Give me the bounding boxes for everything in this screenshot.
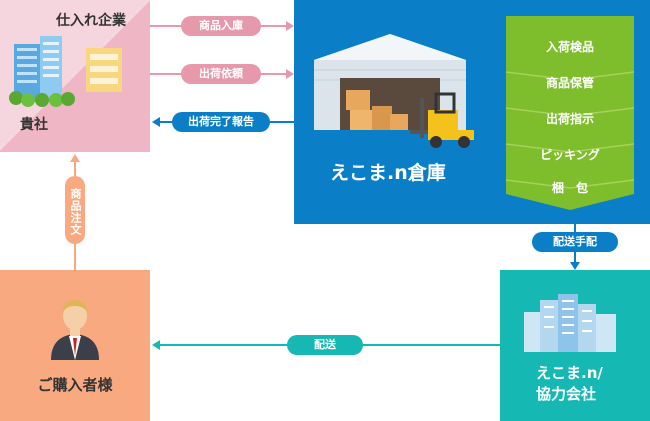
warehouse-box: えこま.n倉庫 入荷検品 商品保管 出荷指示 ピッキング 梱 包 [294, 0, 650, 224]
company-box: 仕入れ企業 貴社 [0, 0, 150, 152]
ship-request-label: 出荷依頼 [181, 64, 261, 84]
ship-report-label: 出荷完了報告 [172, 112, 270, 132]
company-title: 仕入れ企業 [56, 13, 126, 29]
partner-buildings-icon [524, 294, 616, 352]
step-storage: 商品保管 [545, 76, 594, 90]
step-packing: 梱 包 [551, 181, 588, 195]
company-name: 貴社 [20, 117, 48, 133]
company-small-building-icon [86, 48, 122, 92]
warehouse-name: えこま.n倉庫 [330, 162, 446, 184]
company-buildings-icon [9, 36, 75, 107]
person-icon [51, 300, 99, 360]
partner-box: えこま.n/ 協力会社 [500, 270, 650, 421]
forklift-icon [410, 92, 474, 148]
order-label: 商品注文 [65, 176, 85, 244]
partner-name-line2: 協力会社 [536, 385, 597, 403]
process-steps-background [505, 16, 635, 210]
delivery-label: 配送 [287, 335, 363, 355]
customer-box: ご購入者様 [0, 270, 150, 421]
warehouse-building-icon [314, 34, 466, 130]
partner-name-line1: えこま.n/ [536, 364, 603, 382]
step-shipping-instruction: 出荷指示 [545, 112, 594, 126]
inbound-label: 商品入庫 [181, 16, 261, 36]
customer-name: ご購入者様 [37, 376, 113, 394]
step-inbound-inspection: 入荷検品 [545, 40, 594, 54]
delivery-arrangement-label: 配送手配 [532, 232, 618, 252]
step-picking: ピッキング [540, 148, 600, 162]
process-steps: 入荷検品 商品保管 出荷指示 ピッキング 梱 包 [505, 16, 635, 210]
